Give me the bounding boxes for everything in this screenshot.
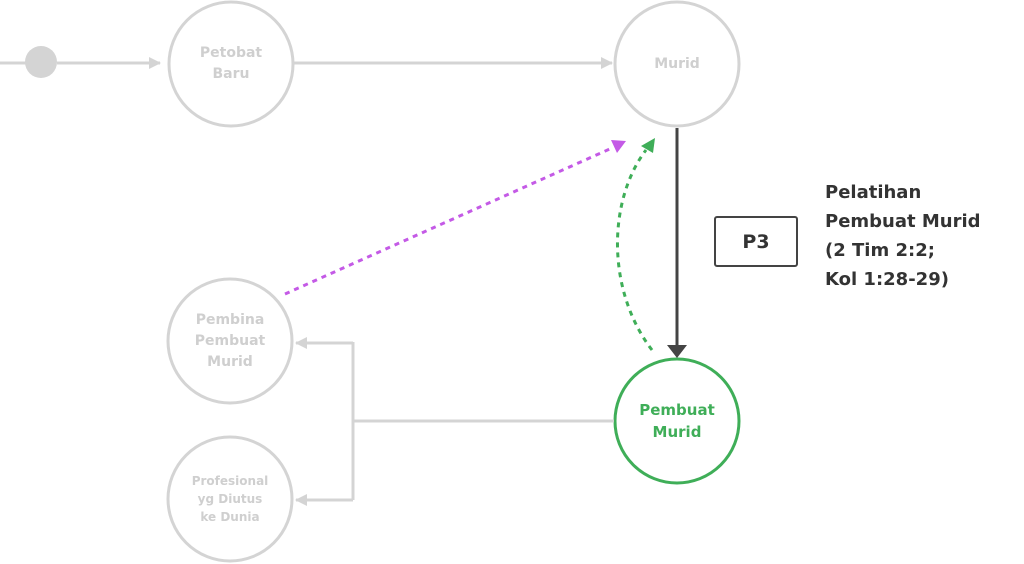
label-pembuat-murid: Pembuat Murid (617, 381, 737, 461)
node-pembuat-murid (613, 357, 741, 485)
node-pembina-pembuat-murid (166, 277, 294, 405)
label-pembina-line2: Pembuat (194, 332, 266, 349)
label-petobat-baru-line1: Petobat (199, 45, 263, 61)
node-profesional (166, 435, 294, 563)
dashed-arrow-pembina-to-murid (284, 146, 613, 296)
label-pembuat-murid-line1: Pembuat (639, 400, 715, 419)
label-pembina-line1: Pembina (195, 311, 265, 328)
caption-line-1: Pelatihan (825, 182, 922, 203)
arrowhead-purple (611, 140, 626, 153)
label-petobat-baru: Petobat Baru (171, 24, 291, 104)
step-badge: P3 (714, 216, 798, 267)
label-profesional-line1: Profesional (191, 474, 269, 488)
node-murid (613, 0, 741, 128)
caption-line-4: Kol 1:28-29) (825, 269, 949, 290)
label-pembina-line3: Murid (207, 353, 253, 370)
arrowhead-green (641, 138, 655, 153)
label-petobat-baru-line2: Baru (212, 66, 250, 82)
label-murid: Murid (617, 24, 737, 104)
caption-line-2: Pembuat Murid (825, 211, 981, 232)
step-caption: Pelatihan Pembuat Murid (2 Tim 2:2; Kol … (825, 178, 1015, 294)
caption-line-3: (2 Tim 2:2; (825, 240, 935, 261)
arrowhead-dark (667, 345, 687, 358)
label-profesional: Profesional yg Diutus ke Dunia (170, 459, 290, 539)
label-pembuat-murid-line2: Murid (652, 423, 702, 441)
label-profesional-line3: ke Dunia (200, 510, 260, 524)
dashed-arrow-pembuat-to-murid (616, 149, 654, 351)
start-dot (25, 46, 57, 78)
label-murid-line1: Murid (654, 55, 700, 72)
node-petobat-baru (167, 0, 295, 128)
label-pembina-pembuat-murid: Pembina Pembuat Murid (170, 291, 290, 391)
label-profesional-line2: yg Diutus (197, 492, 263, 506)
